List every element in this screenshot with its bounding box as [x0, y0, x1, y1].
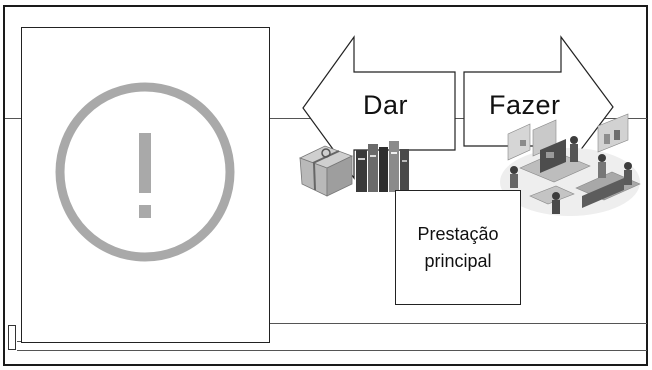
frame-top-border [3, 5, 648, 7]
center-box-text: Prestação principal [417, 221, 498, 273]
lower-guide-line [270, 323, 647, 324]
arrow-label-fazer: Fazer [489, 90, 561, 120]
bottom-guide-line-2 [17, 341, 21, 342]
upper-guide-line [5, 118, 21, 119]
arrow-label-dar: Dar [363, 90, 409, 120]
isometric-workers-office-icon [500, 113, 641, 216]
resize-handle[interactable] [8, 325, 16, 350]
center-box-line2: principal [424, 250, 492, 271]
gift-boxes-and-books-icon [298, 141, 409, 197]
left-arrow-dar [302, 35, 456, 180]
upper-guide-line-right [270, 118, 647, 119]
slide-frame [3, 5, 648, 366]
bottom-guide-line [17, 350, 647, 351]
center-box-line1: Prestação [417, 224, 499, 245]
center-box-prestacao: Prestação principal [395, 190, 521, 305]
exclamation-circle-icon [55, 82, 235, 262]
